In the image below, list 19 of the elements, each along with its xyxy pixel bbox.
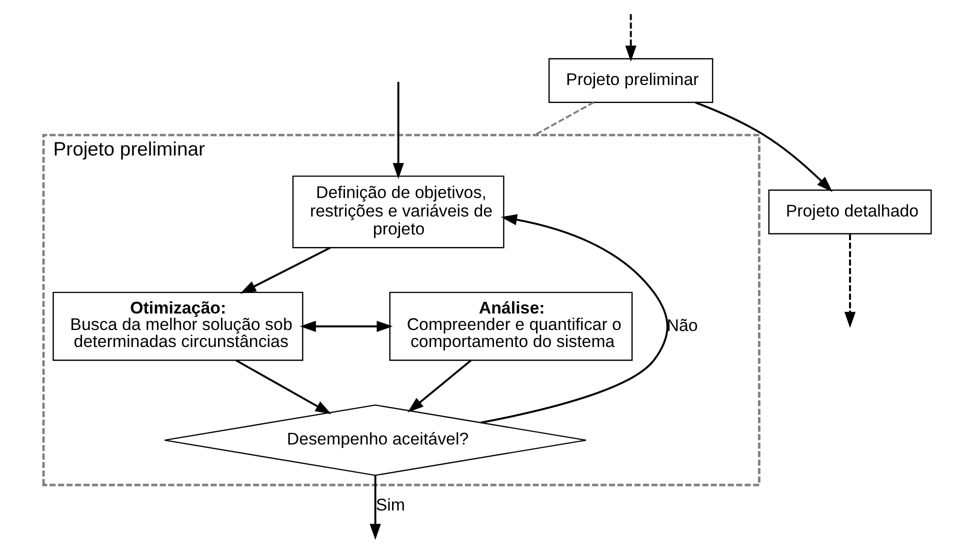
connector — [534, 102, 594, 136]
node-box: Projeto preliminar — [548, 58, 714, 103]
arrow — [240, 246, 331, 294]
arrow — [625, 14, 636, 62]
node-box: Definição de objetivos, restrições e variáveis de projeto — [292, 176, 504, 248]
arrow — [300, 320, 393, 332]
arrow — [844, 234, 856, 328]
edge-label: Sim — [376, 496, 406, 515]
arrow — [370, 475, 381, 540]
arrow — [408, 360, 472, 412]
node-diamond: Desempenho aceitável? — [164, 404, 587, 476]
arrow — [236, 360, 332, 414]
node-box: Otimização: Busca da melhor solução sob determinadas circunstâncias — [52, 292, 304, 361]
arrow — [480, 214, 668, 424]
arrow — [694, 102, 832, 192]
arrow — [392, 82, 404, 179]
edge-label: Não — [666, 316, 698, 335]
node-box: Projeto detalhado — [768, 190, 932, 234]
node-box: Análise: Compreender e quantificar o comportamento do sistema — [389, 292, 633, 361]
